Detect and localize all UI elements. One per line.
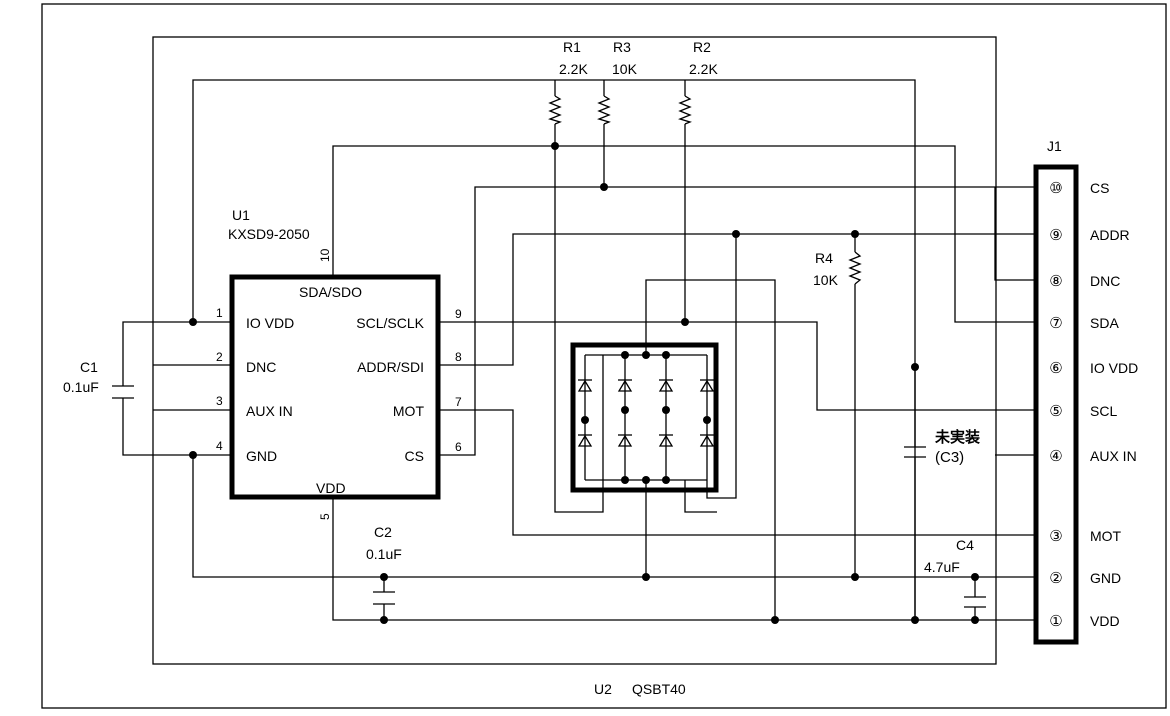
u1-pin7-name: MOT xyxy=(393,403,425,419)
u1-pin2-name: DNC xyxy=(246,359,276,375)
j1-pin8-name: DNC xyxy=(1090,273,1120,289)
c2-ref: C2 xyxy=(374,524,392,540)
diode-block xyxy=(570,342,719,493)
u1-pin10-name: SDA/SDO xyxy=(299,284,362,300)
r3-ref: R3 xyxy=(613,39,631,55)
u1-pin6-num: 6 xyxy=(455,440,462,454)
wires xyxy=(122,79,1036,621)
j1-pin5-num: ⑤ xyxy=(1049,403,1062,420)
module-part: QSBT40 xyxy=(632,681,686,697)
j1-pin7-num: ⑦ xyxy=(1049,315,1062,332)
j1-pin6-num: ⑥ xyxy=(1049,360,1062,377)
resistor-r2-symbol xyxy=(678,95,692,125)
u1-pin7-num: 7 xyxy=(455,395,462,409)
module-ref: U2 xyxy=(594,681,612,697)
u1-ref: U1 xyxy=(232,207,250,223)
u1-pin6-name: CS xyxy=(405,448,424,464)
u1-pin4-name: GND xyxy=(246,448,277,464)
c3-note: 未実装 xyxy=(934,428,981,446)
r4-ref: R4 xyxy=(815,250,833,266)
j1-pin10-name: CS xyxy=(1090,180,1109,196)
u1-pin3-name: AUX IN xyxy=(246,403,293,419)
c4-ref: C4 xyxy=(956,537,974,553)
j1-pin9-name: ADDR xyxy=(1090,227,1130,243)
capacitor-c4-symbol xyxy=(964,596,986,608)
j1-pin8-num: ⑧ xyxy=(1049,273,1062,290)
u1-pin8-num: 8 xyxy=(455,350,462,364)
j1-pin9-num: ⑨ xyxy=(1049,227,1062,244)
resistor-r1-symbol xyxy=(548,95,562,125)
resistor-r4-symbol xyxy=(848,251,862,285)
u1-pin1-num: 1 xyxy=(216,306,223,320)
c2-value: 0.1uF xyxy=(366,546,402,562)
j1-pin7-name: SDA xyxy=(1090,315,1119,331)
j1-pin2-num: ② xyxy=(1049,570,1062,587)
u1-pin5-num: 5 xyxy=(318,513,332,520)
j1-pin6-name: IO VDD xyxy=(1090,360,1138,376)
r1-ref: R1 xyxy=(563,39,581,55)
j1-pin1-num: ① xyxy=(1049,613,1062,630)
u1-pin8-name: ADDR/SDI xyxy=(357,359,424,375)
junction-dots xyxy=(189,142,979,624)
capacitor-c3-symbol xyxy=(904,446,926,458)
capacitor-c1-symbol xyxy=(112,385,134,399)
r1-value: 2.2K xyxy=(559,61,588,77)
u1-pin3-num: 3 xyxy=(216,394,223,408)
u1-pin10-num: 10 xyxy=(318,248,332,262)
j1-pin4-name: AUX IN xyxy=(1090,448,1137,464)
j1-pin10-num: ⑩ xyxy=(1049,180,1062,197)
u1-pin9-num: 9 xyxy=(455,307,462,321)
u1-part: KXSD9-2050 xyxy=(228,226,310,242)
u1-pin1-name: IO VDD xyxy=(246,315,294,331)
c4-value: 4.7uF xyxy=(924,559,960,575)
j1-pin5-name: SCL xyxy=(1090,403,1117,419)
module-boundary xyxy=(152,36,997,665)
u1-ic-body xyxy=(229,274,441,500)
j1-pin3-name: MOT xyxy=(1090,528,1122,544)
page-frame xyxy=(41,3,1167,709)
r2-ref: R2 xyxy=(693,39,711,55)
u1-pin2-num: 2 xyxy=(216,350,223,364)
j1-pin2-name: GND xyxy=(1090,570,1121,586)
c1-value: 0.1uF xyxy=(63,379,99,395)
u1-pin4-num: 4 xyxy=(216,439,223,453)
resistor-r3-symbol xyxy=(597,95,611,125)
j1-pin1-name: VDD xyxy=(1090,613,1120,629)
j1-ref: J1 xyxy=(1047,138,1062,154)
j1-pin3-num: ③ xyxy=(1049,528,1062,545)
r2-value: 2.2K xyxy=(689,61,718,77)
u1-pin9-name: SCL/SCLK xyxy=(356,315,424,331)
j1-connector-body xyxy=(1033,164,1079,645)
r3-value: 10K xyxy=(612,61,638,77)
c3-ref: (C3) xyxy=(935,449,964,466)
u1-pin5-name: VDD xyxy=(316,480,346,496)
capacitor-c2-symbol xyxy=(373,591,395,605)
c1-ref: C1 xyxy=(80,359,98,375)
r4-value: 10K xyxy=(813,272,839,288)
j1-pin4-num: ④ xyxy=(1049,448,1062,465)
